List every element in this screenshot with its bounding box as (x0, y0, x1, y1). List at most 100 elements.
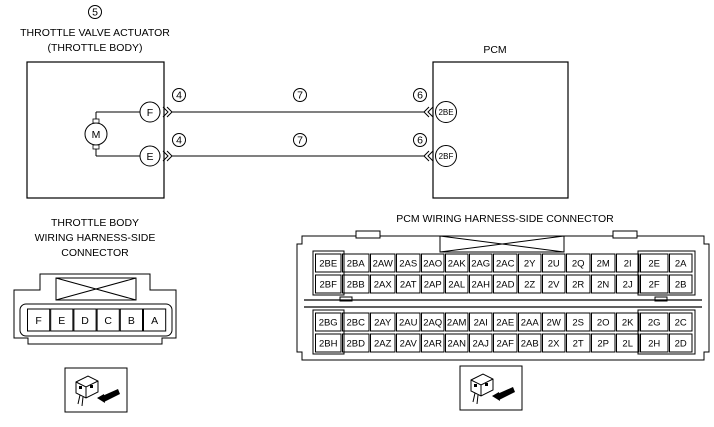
throttle-pin-label: C (104, 315, 112, 327)
pcm-pin-2bh (315, 333, 342, 353)
wire-callout-top-circle (293, 88, 307, 102)
pcm-pin-2ag (469, 253, 493, 273)
actuator-box (26, 61, 165, 199)
pcm-pin-2i (616, 253, 640, 273)
pcm-pin-label: 2AF (496, 339, 514, 350)
pcm-pin-label: 2BH (319, 339, 338, 350)
pcm-pin-2ai (469, 312, 493, 332)
pcm-pin-label: 2O (597, 318, 610, 329)
actuator-callout: 5 (92, 7, 98, 19)
pcm-pin-label: 2AY (374, 318, 392, 329)
pcm-pin-2m (591, 253, 616, 273)
pcm-pin-label: 2S (572, 318, 584, 329)
pcm-pin-2q (566, 253, 591, 273)
pcm-pin-label: 2W (547, 318, 561, 329)
pcm-pin-label: 2L (622, 339, 633, 350)
pcm-pin-2bf (315, 274, 342, 294)
motor-symbol: M (92, 129, 101, 141)
pcm-pin-2s (566, 312, 591, 332)
pcm-pin-2ax (370, 274, 396, 294)
throttle-pin-label: B (128, 315, 135, 327)
pcm-pin-label: 2P (597, 339, 609, 350)
pcm-pin-2y (518, 253, 542, 273)
pcm-pin-2aa (518, 312, 542, 332)
pcm-pin-2ao (421, 253, 445, 273)
pcm-pin-label: 2U (548, 259, 560, 270)
pcm-pin-label: 2AP (424, 280, 442, 291)
throttle-pin-label: E (58, 315, 65, 327)
pcm-pin-2x (542, 333, 566, 353)
throttle-connector-title-line3: CONNECTOR (61, 247, 129, 259)
pcm-pin-label: 2E (648, 259, 660, 270)
throttle-pin-label: F (35, 315, 41, 327)
pcm-pin-label: 2AZ (374, 339, 392, 350)
pcm-pin-group-right-upper (637, 250, 696, 296)
pcm-pin-label: 2Q (572, 259, 585, 270)
pcm-pin-label: 2AS (399, 259, 417, 270)
pcm-pin-label: 2AL (448, 280, 465, 291)
pcm-pin-label: 2AM (447, 318, 467, 329)
pcm-pin-2af (493, 333, 518, 353)
actuator-connector-callout-top-circle (172, 88, 186, 102)
throttle-pin-b (119, 308, 144, 332)
throttle-pin-label: A (151, 315, 158, 327)
pcm-pin-2ap (421, 274, 445, 294)
pcm-pin-label: 2N (597, 280, 609, 291)
pcm-pin-2aj (469, 333, 493, 353)
pcm-title: PCM (483, 44, 506, 56)
pcm-pin-label: 2J (623, 280, 633, 291)
pcm-pin-label: 2BF (319, 280, 337, 291)
pcm-pin-2an (445, 333, 469, 353)
pcm-pin-label: 2BE (319, 259, 337, 270)
pcm-pin-2t (566, 333, 591, 353)
pcm-terminal-2be: 2BE (438, 108, 453, 117)
pcm-pin-2bb (342, 274, 370, 294)
pcm-pin-label: 2H (648, 339, 660, 350)
pcm-pin-label: 2AK (448, 259, 467, 270)
pcm-pin-2u (542, 253, 566, 273)
pcm-pin-2ac (493, 253, 518, 273)
throttle-connector-title-line2: WIRING HARNESS-SIDE (35, 232, 156, 244)
pcm-pin-2d (669, 333, 693, 353)
pcm-terminal-2be-circle (435, 101, 457, 123)
pcm-pin-2n (591, 274, 616, 294)
pcm-connector-callout-bottom: 6 (417, 135, 423, 147)
pcm-pin-2e (640, 253, 669, 273)
pcm-connector-symbol-bottom (423, 150, 434, 162)
pcm-pin-label: 2AH (471, 280, 490, 291)
pcm-pin-label: 2Y (524, 259, 536, 270)
pcm-pin-label: 2AU (399, 318, 418, 329)
pcm-pin-2ar (421, 333, 445, 353)
pcm-pin-label: 2AQ (423, 318, 442, 329)
pcm-terminal-2bf-circle (435, 145, 457, 167)
pcm-pin-2f (640, 274, 669, 294)
pcm-pin-label: 2AV (400, 339, 418, 350)
throttle-connector-face (13, 273, 177, 345)
pcm-pin-2at (396, 274, 421, 294)
pcm-pin-2v (542, 274, 566, 294)
pcm-pin-label: 2A (675, 259, 687, 270)
throttle-pin-e (50, 308, 74, 332)
wire-callout-top: 7 (297, 90, 303, 102)
pcm-pin-2aw (370, 253, 396, 273)
pcm-pin-2p (591, 333, 616, 353)
pcm-pin-group-left-lower (312, 309, 345, 355)
pcm-pin-label: 2D (675, 339, 687, 350)
pcm-pin-label: 2AD (496, 280, 515, 291)
actuator-terminal-f-circle (139, 101, 161, 123)
pcm-pin-label: 2AW (373, 259, 393, 270)
pcm-pin-2as (396, 253, 421, 273)
pcm-pin-label: 2AB (521, 339, 539, 350)
pcm-pin-label: 2C (675, 318, 687, 329)
pcm-pin-2aq (421, 312, 445, 332)
pcm-pin-group-right-lower (637, 309, 696, 355)
pcm-connector-view-icon (459, 365, 523, 411)
pcm-pin-group-left-upper (312, 250, 345, 296)
pcm-pin-label: 2X (548, 339, 560, 350)
actuator-connector-callout-top: 4 (176, 90, 182, 102)
pcm-pin-2ae (493, 312, 518, 332)
pcm-pin-label: 2R (572, 280, 584, 291)
pcm-pin-label: 2AJ (473, 339, 490, 350)
pcm-pin-label: 2B (675, 280, 687, 291)
pcm-pin-2al (445, 274, 469, 294)
